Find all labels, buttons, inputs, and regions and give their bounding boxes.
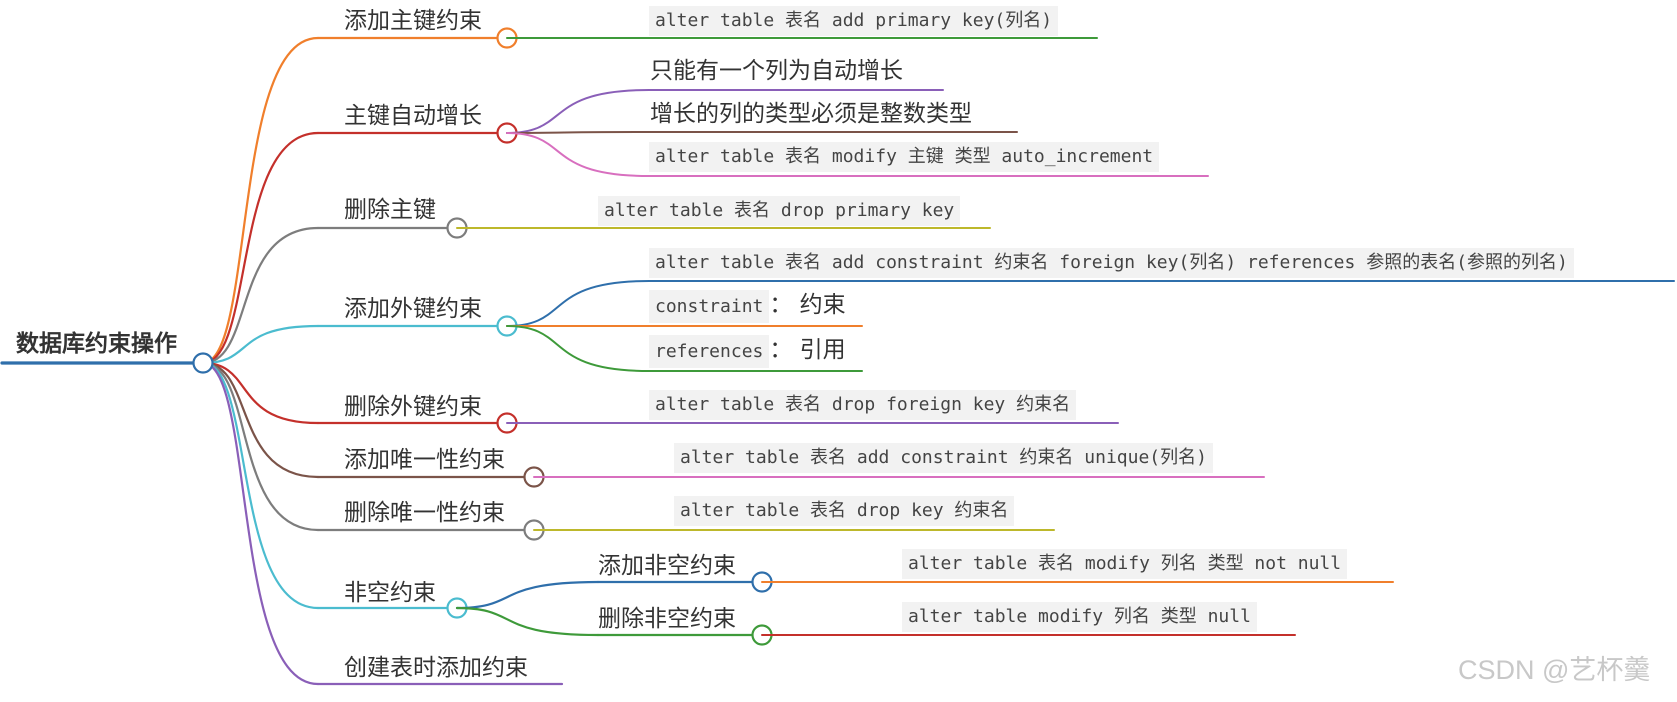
watermark: CSDN @艺杯羹 — [1458, 655, 1651, 685]
topic-add-unique[interactable]: 添加唯一性约束 — [344, 447, 505, 473]
branch-curve — [201, 226, 320, 365]
branch-curve — [201, 324, 320, 365]
leaf-curve — [506, 131, 650, 134]
leaf-drop-not-null-sql[interactable]: alter table modify 列名 类型 null — [902, 602, 1257, 632]
leaf-add-foreign-key-sql[interactable]: alter table 表名 add constraint 约束名 foreig… — [649, 248, 1574, 278]
branch-curve — [201, 361, 320, 532]
constraint-keyword: constraint — [649, 290, 770, 323]
subbranch-curve — [455, 580, 600, 610]
references-keyword: references — [649, 335, 770, 368]
leaf-auto-increment-note-2[interactable]: 增长的列的类型必须是整数类型 — [650, 101, 972, 127]
leaf-curve — [506, 280, 650, 327]
leaf-curve — [506, 325, 650, 372]
root-topic[interactable]: 数据库约束操作 — [16, 331, 177, 357]
leaf-auto-increment-sql[interactable]: alter table 表名 modify 主键 类型 auto_increme… — [649, 142, 1160, 172]
topic-drop-not-null[interactable]: 删除非空约束 — [598, 606, 736, 632]
topic-drop-unique[interactable]: 删除唯一性约束 — [344, 500, 505, 526]
branch-curve — [201, 131, 320, 365]
topic-not-null[interactable]: 非空约束 — [344, 580, 436, 606]
topic-drop-primary-key[interactable]: 删除主键 — [344, 197, 436, 223]
leaf-drop-primary-key-sql[interactable]: alter table 表名 drop primary key — [598, 196, 961, 226]
constraint-meaning: ： 约束 — [769, 292, 846, 318]
leaf-constraint-term[interactable]: constraint： 约束 — [649, 290, 846, 323]
topic-primary-key-auto-increment[interactable]: 主键自动增长 — [344, 103, 482, 129]
topic-add-not-null[interactable]: 添加非空约束 — [598, 553, 736, 579]
references-meaning: ： 引用 — [769, 337, 846, 363]
branch-curve — [201, 361, 320, 425]
leaf-drop-unique-sql[interactable]: alter table 表名 drop key 约束名 — [674, 496, 1015, 526]
topic-add-foreign-key[interactable]: 添加外键约束 — [344, 296, 482, 322]
topic-create-table-constraints[interactable]: 创建表时添加约束 — [344, 655, 528, 681]
branch-curve — [201, 361, 320, 610]
subbranch-curve — [455, 606, 600, 637]
branch-curve — [201, 361, 320, 686]
branch-curve — [201, 361, 320, 479]
leaf-add-not-null-sql[interactable]: alter table 表名 modify 列名 类型 not null — [902, 549, 1348, 579]
leaf-drop-foreign-key-sql[interactable]: alter table 表名 drop foreign key 约束名 — [649, 390, 1077, 420]
root-toggle[interactable] — [192, 352, 214, 374]
branch-curve — [201, 36, 320, 365]
leaf-curve — [506, 89, 650, 134]
leaf-curve — [506, 132, 650, 177]
leaf-references-term[interactable]: references： 引用 — [649, 335, 846, 368]
leaf-add-unique-sql[interactable]: alter table 表名 add constraint 约束名 unique… — [674, 443, 1213, 473]
topic-drop-foreign-key[interactable]: 删除外键约束 — [344, 394, 482, 420]
topic-add-primary-key[interactable]: 添加主键约束 — [344, 8, 482, 34]
leaf-add-primary-key-sql[interactable]: alter table 表名 add primary key(列名) — [649, 6, 1059, 36]
leaf-auto-increment-note-1[interactable]: 只能有一个列为自动增长 — [650, 58, 903, 84]
